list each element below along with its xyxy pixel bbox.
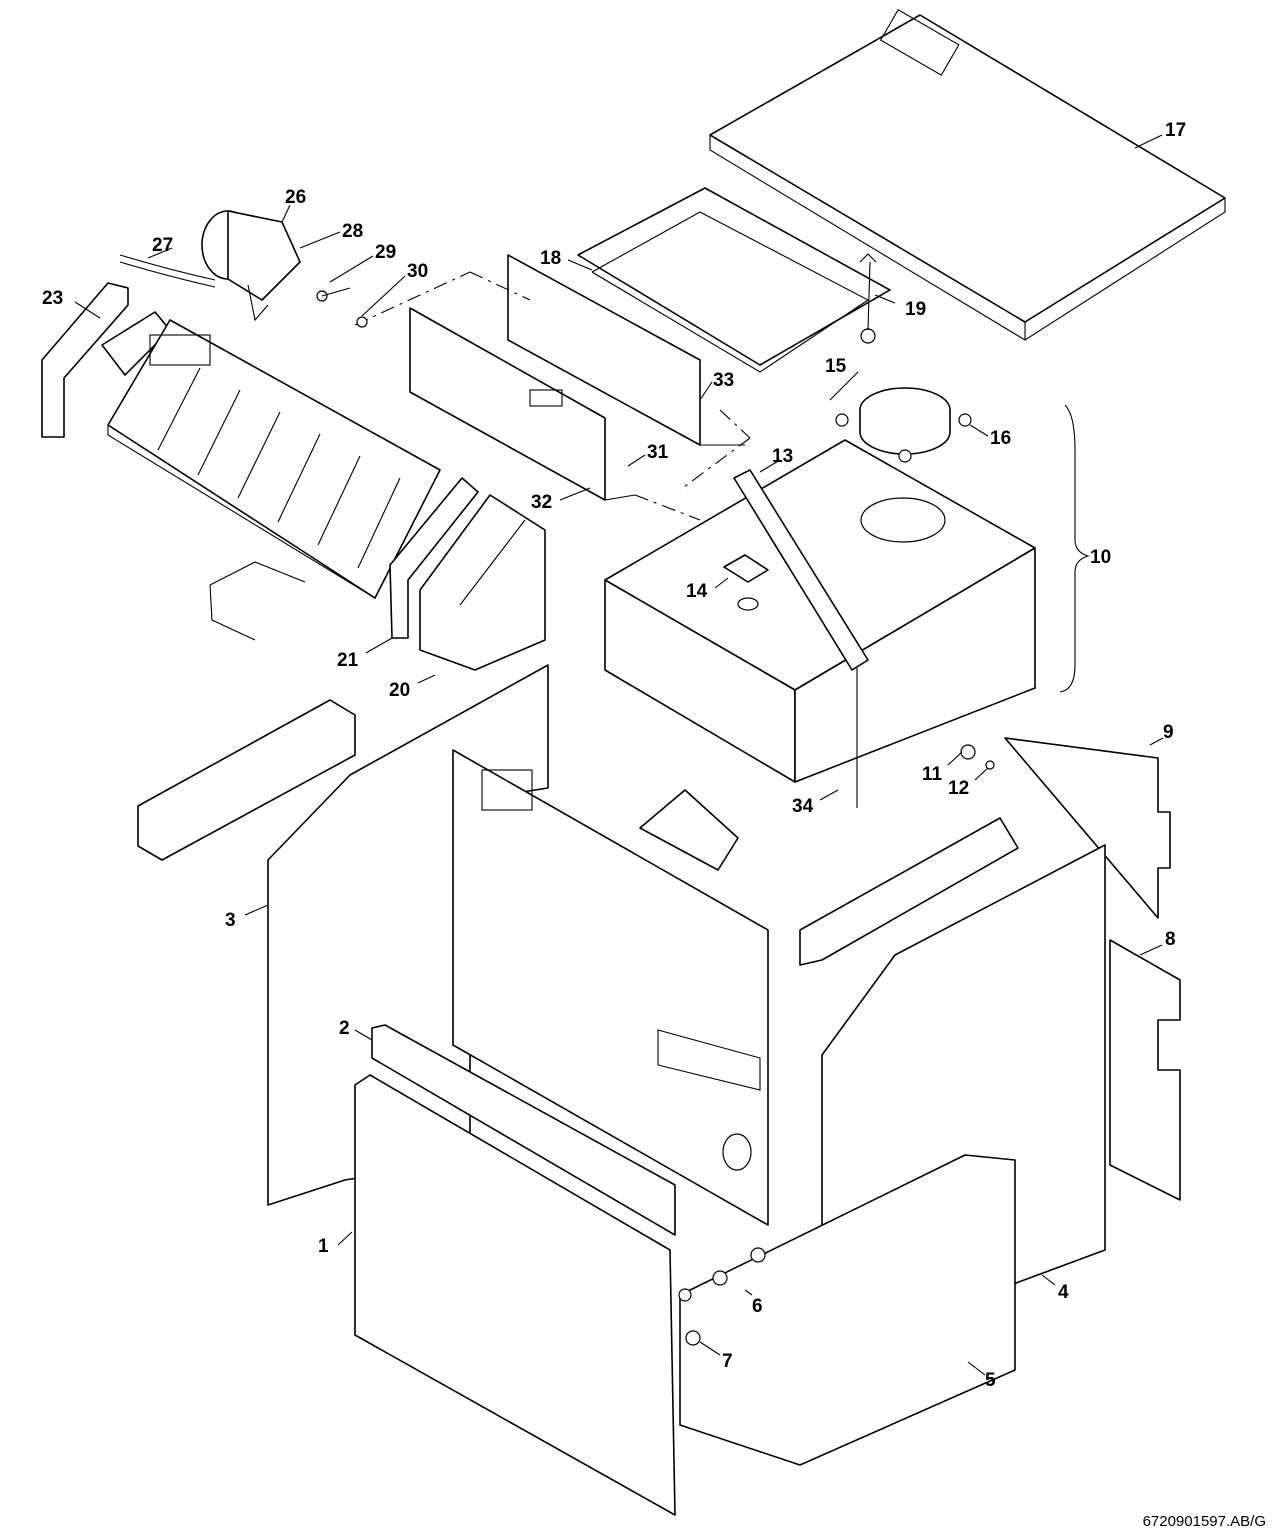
label-11: 11 bbox=[922, 764, 943, 785]
label-1: 1 bbox=[318, 1236, 329, 1257]
label-6: 6 bbox=[752, 1296, 763, 1317]
part-8-back-panel bbox=[1109, 939, 1181, 1201]
part-17-top-cover bbox=[709, 9, 1226, 341]
part-13-arm bbox=[733, 469, 869, 671]
part-18-panel bbox=[577, 187, 891, 373]
part-20-transition-box bbox=[419, 494, 546, 671]
part-15-flue-ring bbox=[859, 387, 951, 455]
part-12-nut bbox=[985, 760, 995, 770]
part-32-side-plate bbox=[409, 307, 636, 501]
part-6-fittings bbox=[678, 1247, 766, 1302]
label-9: 9 bbox=[1163, 722, 1174, 743]
label-20: 20 bbox=[389, 680, 410, 701]
label-16: 16 bbox=[990, 428, 1011, 449]
part-7-plug bbox=[685, 1330, 701, 1346]
label-26: 26 bbox=[285, 187, 306, 208]
label-28: 28 bbox=[342, 221, 363, 242]
label-plate bbox=[639, 789, 739, 871]
label-30: 30 bbox=[407, 261, 428, 282]
left-rail bbox=[137, 699, 356, 861]
label-27: 27 bbox=[152, 235, 173, 256]
label-21: 21 bbox=[337, 650, 359, 671]
label-3: 3 bbox=[225, 910, 236, 931]
burner-housing bbox=[107, 319, 441, 599]
part-27-cable bbox=[119, 254, 216, 281]
leader-lines bbox=[74, 134, 1164, 1376]
part-1-front-panel bbox=[354, 1074, 676, 1516]
part-9-back-panel bbox=[1004, 737, 1171, 919]
label-34: 34 bbox=[792, 796, 814, 817]
part-26-fan-motor bbox=[201, 210, 301, 322]
label-18: 18 bbox=[540, 248, 561, 269]
label-14: 14 bbox=[686, 581, 708, 602]
part-16-screws bbox=[835, 413, 972, 463]
label-4: 4 bbox=[1058, 1282, 1069, 1303]
right-rail bbox=[799, 817, 1019, 966]
part-28-30-fittings bbox=[316, 287, 368, 328]
part-11-washer bbox=[960, 744, 976, 760]
label-5: 5 bbox=[985, 1370, 996, 1391]
label-7: 7 bbox=[722, 1351, 733, 1372]
part-2-trim bbox=[371, 1024, 676, 1236]
label-10: 10 bbox=[1090, 547, 1111, 568]
label-32: 32 bbox=[531, 492, 552, 513]
label-17-text: 17 bbox=[1165, 120, 1186, 141]
part-10-heat-exchanger bbox=[604, 439, 1036, 783]
label-31: 31 bbox=[647, 442, 669, 463]
label-19: 19 bbox=[905, 299, 926, 320]
document-id: 6720901597.AB/G bbox=[1143, 1513, 1266, 1530]
part-27-cable-2 bbox=[119, 261, 216, 288]
wire bbox=[209, 561, 306, 641]
label-33: 33 bbox=[713, 370, 734, 391]
part-33-side-plate bbox=[507, 254, 745, 446]
bracket-10 bbox=[1059, 404, 1090, 693]
label-12: 12 bbox=[948, 778, 969, 799]
part-5-base bbox=[679, 1154, 1016, 1466]
label-8: 8 bbox=[1165, 929, 1176, 950]
label-2: 2 bbox=[339, 1018, 350, 1039]
label-13: 13 bbox=[772, 446, 793, 467]
label-29: 29 bbox=[375, 242, 396, 263]
part-19-wing-nut bbox=[859, 253, 877, 344]
label-15: 15 bbox=[825, 356, 847, 377]
rear-control-panel bbox=[452, 749, 769, 1226]
label-23: 23 bbox=[42, 288, 63, 309]
part-14-plate bbox=[723, 554, 769, 583]
